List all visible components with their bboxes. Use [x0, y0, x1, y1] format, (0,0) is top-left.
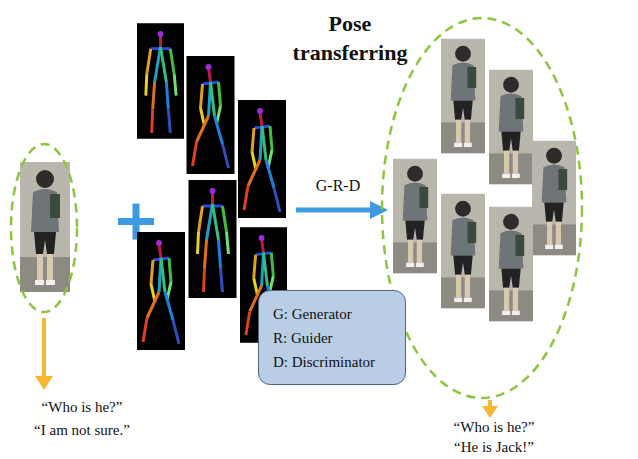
arrow-label: G-R-D	[316, 176, 360, 195]
speech-text: “Who is he?”	[42, 398, 123, 416]
person-photo	[489, 70, 533, 184]
person-photo	[532, 141, 576, 255]
pose-map	[187, 56, 235, 174]
box-text: D: Discriminator	[273, 350, 391, 374]
blue-arrow	[296, 201, 388, 219]
pose-map	[189, 180, 237, 298]
box-text: R: Guider	[273, 326, 391, 350]
person-photo	[489, 207, 533, 321]
person-photo	[20, 162, 70, 292]
figure-title: Pose transferring	[280, 10, 420, 67]
speech-text: “He is Jack!”	[454, 438, 534, 456]
speech-text: “I am not sure.”	[34, 421, 130, 439]
dashed-ellipse	[382, 18, 582, 398]
orange-arrow	[35, 318, 53, 390]
pose-map	[137, 23, 184, 139]
legend-box: G: GeneratorR: GuiderD: Discriminator	[258, 290, 406, 385]
speech-text: “Who is he?”	[454, 418, 535, 436]
person-photo	[441, 39, 485, 153]
person-photo	[393, 159, 437, 273]
person-photo	[441, 194, 485, 308]
dashed-ellipse	[11, 144, 77, 312]
pose-map	[238, 100, 286, 218]
pose-map	[137, 232, 185, 350]
orange-arrow	[482, 400, 498, 418]
box-text: G: Generator	[273, 302, 391, 326]
